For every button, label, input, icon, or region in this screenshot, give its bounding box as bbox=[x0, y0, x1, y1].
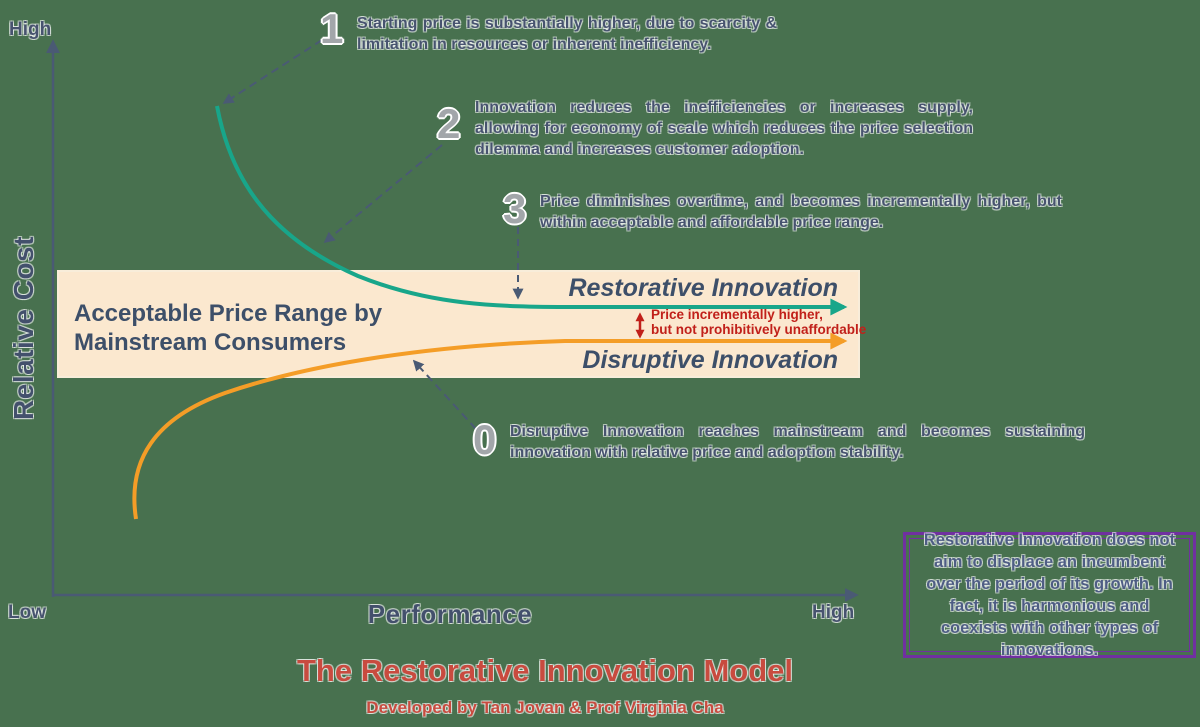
note-box-text: Restorative Innovation does not aim to d… bbox=[923, 531, 1176, 659]
x-axis-high-label: High bbox=[812, 602, 855, 623]
disruptive-innovation-label: Disruptive Innovation bbox=[582, 346, 838, 374]
diagram-subtitle: Developed by Tan Jovan & Prof Virginia C… bbox=[366, 698, 724, 717]
annotation-0-text: Disruptive Innovation reaches mainstream… bbox=[510, 423, 1085, 461]
restorative-curve bbox=[215, 105, 848, 316]
band-label-line2: Mainstream Consumers bbox=[74, 329, 347, 356]
price-gap-note-line2: but not prohibitively unaffordable bbox=[651, 321, 867, 337]
annotation-1-number: 1 bbox=[320, 5, 344, 52]
x-axis-low-label: Low bbox=[8, 602, 46, 623]
y-axis-high-label: High bbox=[9, 19, 52, 40]
annotation-2-number: 2 bbox=[437, 100, 461, 147]
band-label-line1: Acceptable Price Range by bbox=[74, 300, 383, 327]
annotation-3-number: 3 bbox=[503, 185, 527, 232]
annotation-1-text: Starting price is substantially higher, … bbox=[357, 15, 777, 53]
annotation-1-arrow bbox=[222, 39, 323, 104]
x-axis-title: Performance bbox=[367, 599, 533, 629]
diagram-title: The Restorative Innovation Model bbox=[296, 653, 794, 688]
annotation-0-number: 0 bbox=[473, 416, 497, 463]
annotation-3-text: Price diminishes overtime, and becomes i… bbox=[540, 193, 1062, 231]
note-box-inner-border: Restorative Innovation does not aim to d… bbox=[909, 531, 1190, 659]
price-gap-note-line1: Price incrementally higher, bbox=[651, 307, 823, 322]
disruptive-curve bbox=[132, 332, 848, 520]
annotation-2-text: Innovation reduces the inefficiencies or… bbox=[475, 99, 973, 158]
restorative-innovation-label: Restorative Innovation bbox=[568, 274, 839, 302]
price-band bbox=[57, 270, 860, 378]
annotation-2-arrow bbox=[323, 144, 443, 244]
annotation-0-arrow bbox=[412, 359, 477, 430]
note-box: Restorative Innovation does not aim to d… bbox=[903, 531, 1196, 659]
y-axis-title: Relative Cost bbox=[8, 236, 39, 420]
